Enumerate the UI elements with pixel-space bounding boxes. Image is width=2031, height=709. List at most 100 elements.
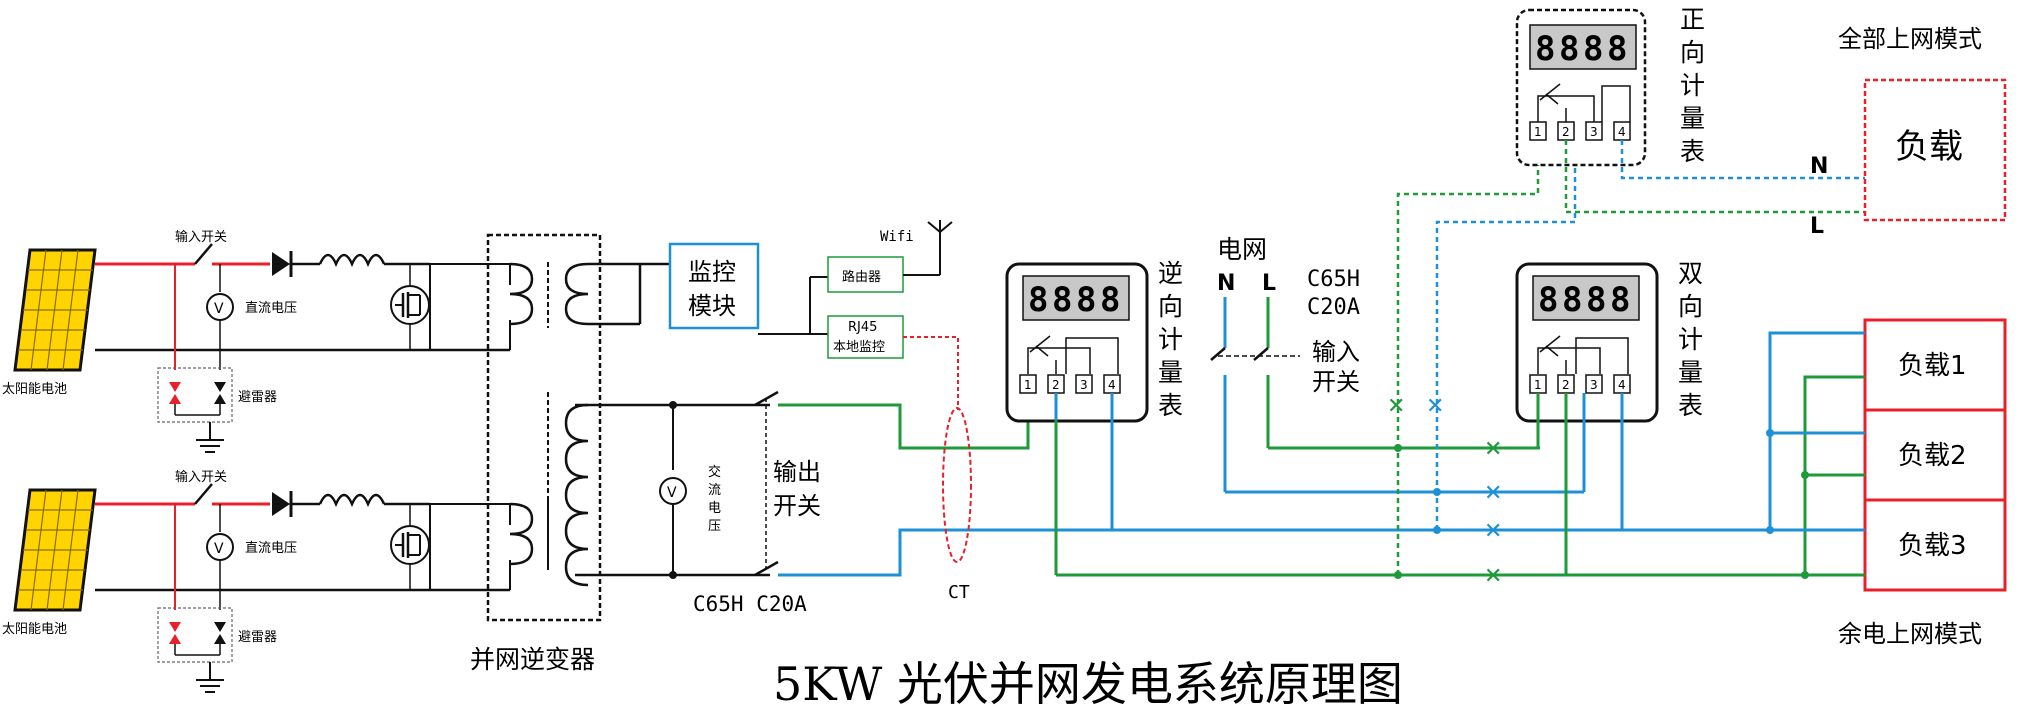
meter-coil-icon	[1537, 83, 1631, 122]
load-1-label: 负载1	[1898, 351, 1967, 381]
full-export-load-box	[1863, 78, 2007, 222]
antenna-icon	[927, 220, 953, 233]
bidirectional-meter-char-3: 计	[1678, 325, 1703, 354]
output-switch-bottom	[754, 560, 779, 577]
diagram-title: 5KW 光伏并网发电系统原理图	[773, 657, 1403, 709]
grid-n-label: N	[1217, 271, 1235, 296]
transformer-secondary-icon	[564, 262, 589, 326]
mosfet-icon	[390, 525, 430, 565]
forward-meter-char-3: 计	[1680, 71, 1705, 100]
full-export-l-label: L	[1810, 214, 1824, 239]
ground-icon	[196, 422, 224, 453]
load-3-box	[1863, 498, 2007, 592]
solar-panel-icon	[13, 488, 97, 612]
arrester-box	[157, 607, 233, 663]
voltmeter-symbol: V	[214, 301, 224, 317]
disconnect-mark: ✕	[1426, 394, 1444, 419]
ac-voltage-char-2: 流	[708, 483, 721, 498]
surplus-export-mode-label: 余电上网模式	[1838, 620, 1982, 648]
arrester-box	[157, 367, 233, 423]
transformer-primary-icon	[509, 502, 534, 566]
router-label: 路由器	[842, 269, 881, 285]
transformer-primary-icon	[509, 262, 534, 326]
output-coil-icon	[564, 403, 589, 587]
full-export-load-label: 负载	[1895, 127, 1963, 167]
router-box	[827, 256, 904, 293]
arrester-icon	[169, 382, 226, 416]
meter-digit-3: 8	[1583, 29, 1603, 69]
dc-voltage-label: 直流电压	[245, 301, 297, 316]
meter-display	[1529, 24, 1637, 70]
meter-digit-3: 8	[1076, 280, 1096, 320]
bidirectional-meter: 8 8 8 8 1 2 3 4 双 向 计 量 表	[1515, 259, 1703, 423]
ground-icon	[196, 662, 224, 693]
ct-label: CT	[948, 582, 970, 603]
meter-digit-2: 8	[1559, 29, 1579, 69]
meter-terminal-1: 1	[1024, 378, 1032, 392]
bidirectional-meter-char-5: 表	[1678, 391, 1703, 420]
meter-digit-3: 8	[1586, 280, 1606, 320]
arrester-label: 避雷器	[238, 390, 277, 405]
monitor-module	[668, 242, 760, 330]
grid-input-switch-line1: 输入	[1312, 338, 1360, 366]
load-2-label: 负载2	[1898, 441, 1967, 471]
dc-voltage-label: 直流电压	[245, 541, 297, 556]
inverter-boundary	[486, 233, 602, 622]
output-breaker-rating: C65H C20A	[693, 592, 807, 616]
meter-display	[1022, 275, 1130, 321]
meter-terminal-3: 3	[1080, 378, 1088, 392]
rj45-label-line1: RJ45	[848, 320, 877, 335]
arrester-icon	[169, 622, 226, 656]
input-switch-label: 输入开关	[175, 469, 227, 485]
meter-terminal-3: 3	[1590, 378, 1598, 392]
meter-digit-1: 8	[1028, 280, 1048, 320]
meter-terminal-1: 1	[1534, 378, 1542, 392]
meter-digit-1: 8	[1535, 29, 1555, 69]
monitor-module-line2: 模块	[688, 292, 736, 320]
input-switch-label: 输入开关	[175, 229, 227, 245]
input-switch-1	[194, 243, 213, 265]
grid-input-switch-line2: 开关	[1312, 368, 1360, 396]
monitor-module-line1: 监控	[688, 258, 736, 286]
rj45-label-line2: 本地监控	[833, 340, 885, 355]
meter-digit-2: 8	[1052, 280, 1072, 320]
meter-display	[1532, 275, 1640, 321]
meter-terminal-4: 4	[1108, 378, 1116, 392]
diode-icon	[272, 491, 293, 517]
pv-string-2: 太阳能电池 输入开关 V 直流电压	[2, 469, 511, 693]
forward-meter-char-1: 正	[1680, 5, 1705, 34]
bidirectional-meter-char-4: 量	[1678, 358, 1703, 387]
meter-digit-4: 8	[1607, 29, 1627, 69]
reverse-meter: 8 8 8 8 1 2 3 4 逆 向 计 量 表	[1005, 259, 1183, 423]
disconnect-marks: ✕ ✕ ✕ ✕ ✕ ✕	[1387, 394, 1502, 589]
reverse-meter-char-3: 计	[1158, 325, 1183, 354]
solar-panel-icon	[13, 248, 97, 372]
disconnect-mark: ✕	[1484, 519, 1502, 544]
meter-coil-icon	[1537, 335, 1629, 374]
disconnect-mark: ✕	[1484, 564, 1502, 589]
reverse-meter-char-5: 表	[1158, 391, 1183, 420]
solar-panel-label: 太阳能电池	[2, 382, 67, 397]
disconnect-mark: ✕	[1484, 437, 1502, 462]
meter-terminal-4: 4	[1618, 378, 1626, 392]
rj45-box	[827, 315, 904, 359]
input-switch-2	[194, 483, 213, 505]
disconnect-mark: ✕	[1484, 481, 1502, 506]
bidirectional-meter-char-1: 双	[1678, 259, 1703, 288]
reverse-meter-char-1: 逆	[1158, 259, 1183, 288]
meter-digit-2: 8	[1562, 280, 1582, 320]
meter-digit-4: 8	[1610, 280, 1630, 320]
bidirectional-meter-char-2: 向	[1678, 292, 1703, 321]
meter-terminal-4: 4	[1618, 125, 1626, 139]
meter-digit-1: 8	[1538, 280, 1558, 320]
meter-terminal-1: 1	[1534, 125, 1542, 139]
forward-meter: 8 8 8 8 1 2 3 4 正 向 计 量 表	[1515, 5, 1705, 167]
load-1-box	[1863, 318, 2007, 412]
forward-meter-char-5: 表	[1680, 137, 1705, 166]
meter-coil-icon	[1027, 335, 1119, 374]
ac-voltage-char-1: 交	[708, 464, 721, 480]
voltmeter-symbol: V	[214, 541, 224, 557]
meter-terminal-2: 2	[1562, 125, 1570, 139]
inductor-icon	[318, 253, 386, 268]
ac-voltage-char-4: 压	[708, 519, 721, 534]
